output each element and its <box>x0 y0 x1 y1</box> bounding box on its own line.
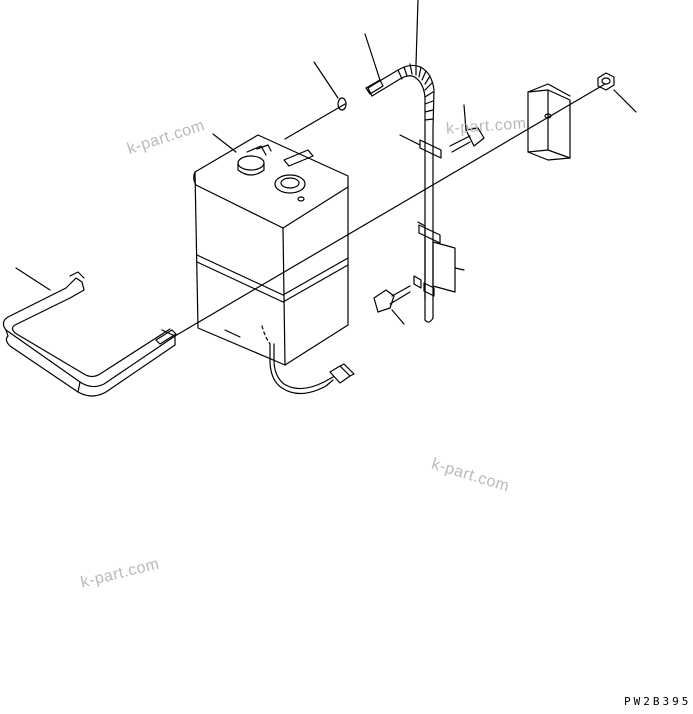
pipe-clamp-upper <box>420 140 441 158</box>
sensor-harness <box>270 344 354 394</box>
reservoir-tank <box>194 135 348 365</box>
leader-hose-top <box>416 0 418 64</box>
bracket-plate <box>414 222 455 300</box>
leader-tank <box>213 134 236 152</box>
washer-axis <box>285 104 345 139</box>
hose <box>366 64 434 128</box>
tank-band-lower <box>197 262 348 302</box>
tank-label <box>284 150 313 166</box>
pipe-clamp-lower <box>419 225 440 243</box>
frame-bracket <box>528 84 570 160</box>
tank-top-edge <box>194 172 348 228</box>
filler-cap <box>238 145 271 175</box>
hose-corrugation <box>398 64 433 120</box>
strap-end-right <box>156 330 176 344</box>
strap-end-left <box>66 278 84 298</box>
tank-front-edge <box>283 228 285 365</box>
leader-clamp <box>400 135 420 145</box>
hose-end-fitting <box>366 80 383 94</box>
washer <box>338 98 346 110</box>
level-gauge <box>275 175 305 201</box>
nut <box>598 73 636 112</box>
leader-strap <box>16 268 50 290</box>
strap-bolt-axis <box>175 84 605 336</box>
drawing-code: PW2B395 <box>624 695 692 708</box>
clamp-bolt-upper <box>450 105 484 152</box>
leader-hose-fitting <box>365 34 380 80</box>
tank-bottom-hidden-line <box>262 326 270 344</box>
leader-washer <box>314 62 338 98</box>
leader-bracket <box>455 268 464 270</box>
tank-level-mark <box>225 330 240 337</box>
tank-strap <box>3 272 176 396</box>
tank-band-upper <box>197 255 348 295</box>
leader-lines <box>16 0 464 290</box>
tank-outline <box>195 135 348 365</box>
clamp-bolt-lower <box>374 286 410 324</box>
